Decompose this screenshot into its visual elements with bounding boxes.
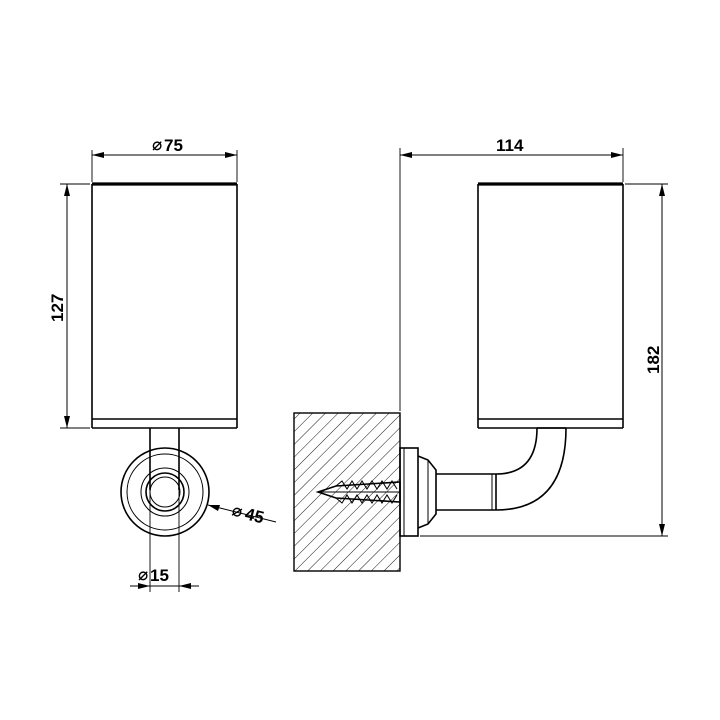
dim-diameter-45-symbol: ⌀ xyxy=(230,500,245,521)
front-view: ⌀ 75 127 ⌀ 15 ⌀ 45 xyxy=(48,135,277,592)
dim-height-182-label: 182 xyxy=(644,346,663,374)
front-cup xyxy=(91,182,238,429)
side-view: 114 182 xyxy=(293,136,668,572)
dim-diameter-45-label: 45 xyxy=(243,504,266,527)
dim-diameter-15: ⌀ 15 xyxy=(130,490,199,592)
dim-diameter-45: ⌀ 45 xyxy=(207,500,277,527)
dim-height-182: 182 xyxy=(420,183,668,537)
dim-depth-114-label: 114 xyxy=(496,136,524,155)
dim-diameter-15-label: 15 xyxy=(150,566,169,585)
side-arm xyxy=(436,473,497,511)
side-cup xyxy=(477,182,624,429)
front-base-flange xyxy=(120,447,210,537)
side-bent-rod xyxy=(495,427,567,511)
dim-depth-114: 114 xyxy=(399,136,624,411)
side-wall-plate xyxy=(399,447,437,537)
dim-diameter-15-symbol: ⌀ xyxy=(138,565,148,584)
dim-height-127: 127 xyxy=(48,183,90,429)
dim-diameter-75-label: 75 xyxy=(164,136,183,155)
dim-height-127-label: 127 xyxy=(48,294,67,322)
dim-diameter-75-symbol: ⌀ xyxy=(152,135,162,154)
dim-diameter-75: ⌀ 75 xyxy=(91,135,238,182)
